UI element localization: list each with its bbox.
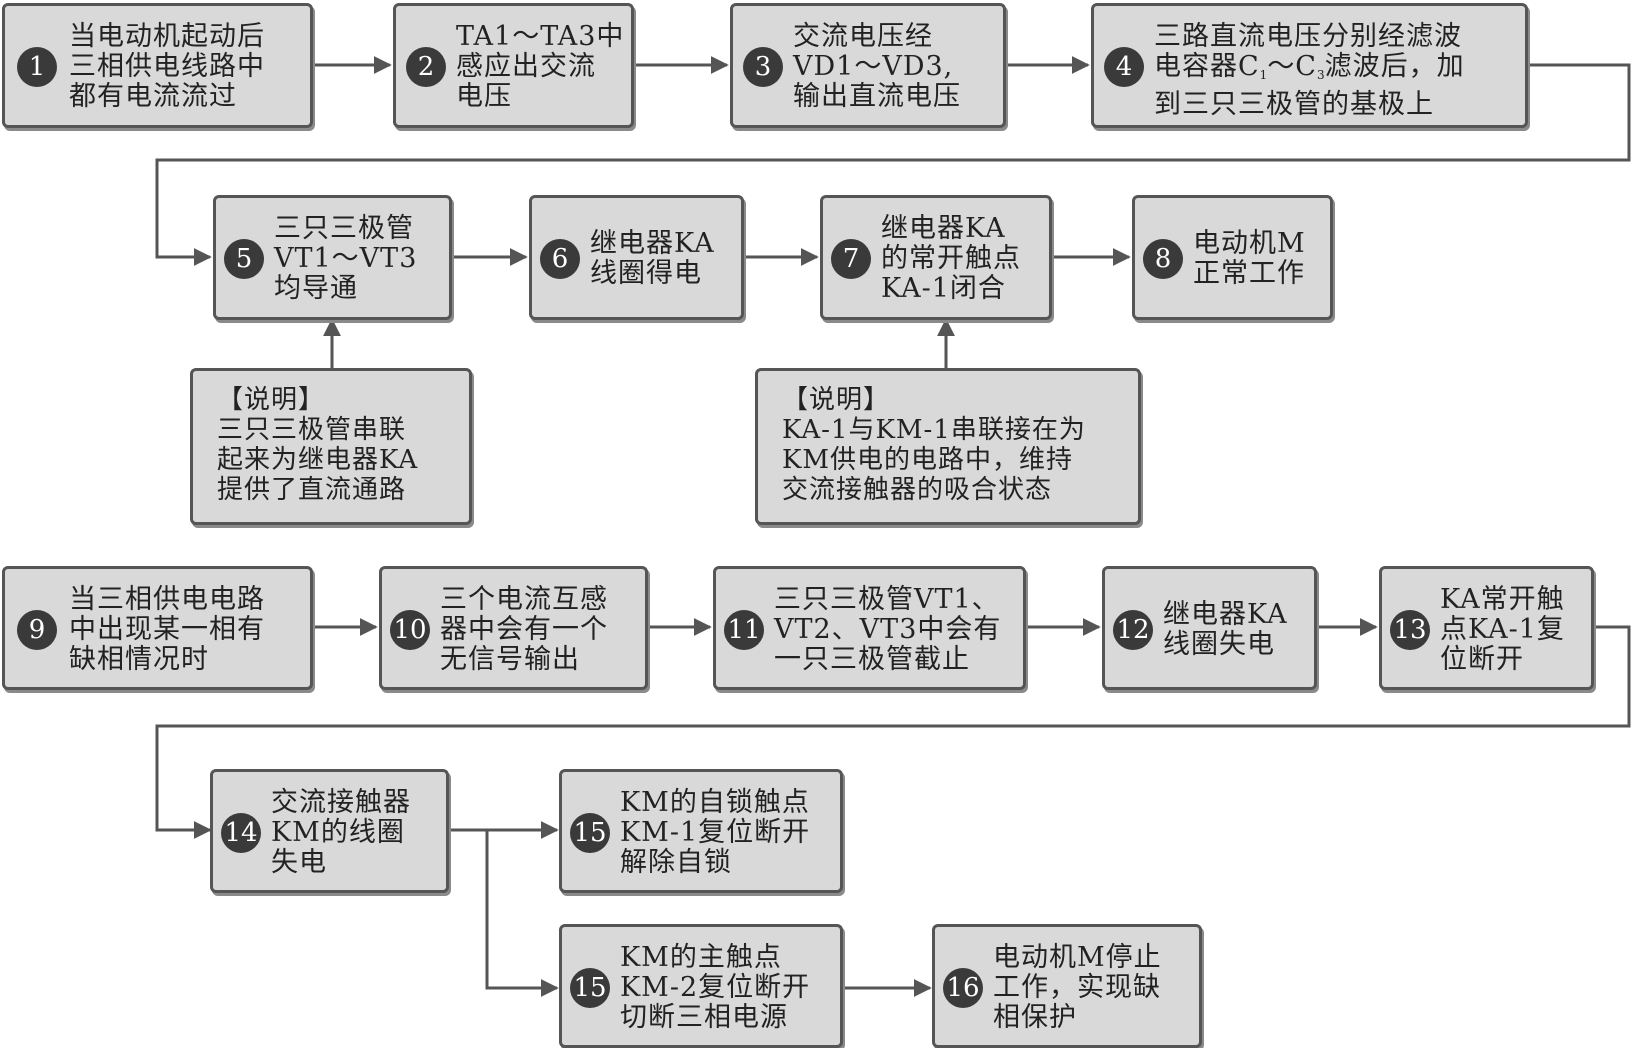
step-1-box: 1 当电动机起动后 三相供电线路中 都有电流流过 <box>2 3 313 128</box>
step-14-box: 14 交流接触器 KM的线圈 失电 <box>210 769 449 893</box>
step-14-badge: 14 <box>221 813 261 853</box>
step-9-box: 9 当三相供电电路 中出现某一相有 缺相情况时 <box>2 566 313 690</box>
step-15b-box: 15 KM的主触点 KM-2复位断开 切断三相电源 <box>559 924 843 1048</box>
step-4-text: 三路直流电压分别经滤波 电容器C1～C3滤波后，加 到三只三极管的基极上 <box>1154 22 1465 120</box>
note-2-box: 【说明】 KA-1与KM-1串联接在为 KM供电的电路中，维持 交流接触器的吸合… <box>755 368 1141 525</box>
note-1-text: 【说明】 三只三极管串联 起来为继电器KA 提供了直流通路 <box>217 385 419 505</box>
step-1-badge: 1 <box>17 47 57 87</box>
step-16-badge: 16 <box>943 968 983 1008</box>
step-15b-badge: 15 <box>570 968 610 1008</box>
step-11-text: 三只三极管VT1、 VT2、VT3中会有 一只三极管截止 <box>774 584 1002 675</box>
step-3-text: 交流电压经 VD1～VD3, 输出直流电压 <box>793 21 961 112</box>
arrow-4-5 <box>155 63 1631 266</box>
step-8-box: 8 电动机M 正常工作 <box>1132 195 1333 320</box>
step-4-line-2c: 滤波后，加 <box>1324 51 1465 82</box>
step-6-box: 6 继电器KA 线圈得电 <box>529 195 744 320</box>
note-2-text: 【说明】 KA-1与KM-1串联接在为 KM供电的电路中，维持 交流接触器的吸合… <box>782 385 1086 505</box>
step-2-badge: 2 <box>406 47 446 87</box>
step-4-badge: 4 <box>1104 47 1144 87</box>
step-4-line-1: 三路直流电压分别经滤波 <box>1154 21 1462 52</box>
step-5-text: 三只三极管 VT1～VT3 均导通 <box>274 213 418 304</box>
step-4-line-3: 到三只三极管的基极上 <box>1154 89 1434 120</box>
step-3-box: 3 交流电压经 VD1～VD3, 输出直流电压 <box>730 3 1006 128</box>
step-15a-text: KM的自锁触点 KM-1复位断开 解除自锁 <box>620 787 811 878</box>
step-8-badge: 8 <box>1143 239 1183 279</box>
step-2-text: TA1～TA3中 感应出交流 电压 <box>456 21 625 112</box>
note-1-box: 【说明】 三只三极管串联 起来为继电器KA 提供了直流通路 <box>190 368 472 525</box>
arrow-13-14 <box>155 625 1631 839</box>
step-15b-text: KM的主触点 KM-2复位断开 切断三相电源 <box>620 942 811 1033</box>
step-2-box: 2 TA1～TA3中 感应出交流 电压 <box>393 3 634 128</box>
step-10-badge: 10 <box>390 610 430 650</box>
step-16-box: 16 电动机M停止 工作，实现缺 相保护 <box>932 924 1202 1048</box>
step-14-text: 交流接触器 KM的线圈 失电 <box>271 787 411 878</box>
step-9-badge: 9 <box>17 610 57 650</box>
step-13-badge: 13 <box>1390 610 1430 650</box>
step-10-text: 三个电流互感 器中会有一个 无信号输出 <box>440 584 608 675</box>
step-5-box: 5 三只三极管 VT1～VT3 均导通 <box>213 195 452 320</box>
step-12-badge: 12 <box>1113 610 1153 650</box>
step-16-text: 电动机M停止 工作，实现缺 相保护 <box>993 942 1162 1033</box>
step-10-box: 10 三个电流互感 器中会有一个 无信号输出 <box>379 566 648 690</box>
step-7-box: 7 继电器KA 的常开触点 KA-1闭合 <box>820 195 1052 320</box>
step-1-text: 当电动机起动后 三相供电线路中 都有电流流过 <box>69 21 265 112</box>
step-13-text: KA常开触 点KA-1复 位断开 <box>1440 584 1565 675</box>
step-5-badge: 5 <box>224 239 264 279</box>
step-4-line-2a: 电容器C <box>1154 51 1260 82</box>
step-6-badge: 6 <box>540 239 580 279</box>
step-13-box: 13 KA常开触 点KA-1复 位断开 <box>1379 566 1594 690</box>
step-11-badge: 11 <box>724 610 764 650</box>
step-15a-badge: 15 <box>570 813 610 853</box>
arrow-14-15b <box>485 830 559 997</box>
step-8-text: 电动机M 正常工作 <box>1193 228 1306 289</box>
step-9-text: 当三相供电电路 中出现某一相有 缺相情况时 <box>69 584 265 675</box>
step-7-text: 继电器KA 的常开触点 KA-1闭合 <box>881 213 1021 304</box>
step-4-box: 4 三路直流电压分别经滤波 电容器C1～C3滤波后，加 到三只三极管的基极上 <box>1091 3 1528 128</box>
step-4-sub-1: 1 <box>1259 68 1268 82</box>
step-11-box: 11 三只三极管VT1、 VT2、VT3中会有 一只三极管截止 <box>713 566 1026 690</box>
step-6-text: 继电器KA 线圈得电 <box>590 228 715 289</box>
step-15a-box: 15 KM的自锁触点 KM-1复位断开 解除自锁 <box>559 769 843 893</box>
step-12-text: 继电器KA 线圈失电 <box>1163 599 1288 660</box>
step-7-badge: 7 <box>831 239 871 279</box>
step-4-sub-3: 3 <box>1316 68 1325 82</box>
step-4-line-2: 电容器C1～C3滤波后，加 <box>1154 52 1465 90</box>
step-3-badge: 3 <box>743 47 783 87</box>
step-4-line-2b: ～C <box>1267 51 1317 82</box>
step-12-box: 12 继电器KA 线圈失电 <box>1102 566 1317 690</box>
